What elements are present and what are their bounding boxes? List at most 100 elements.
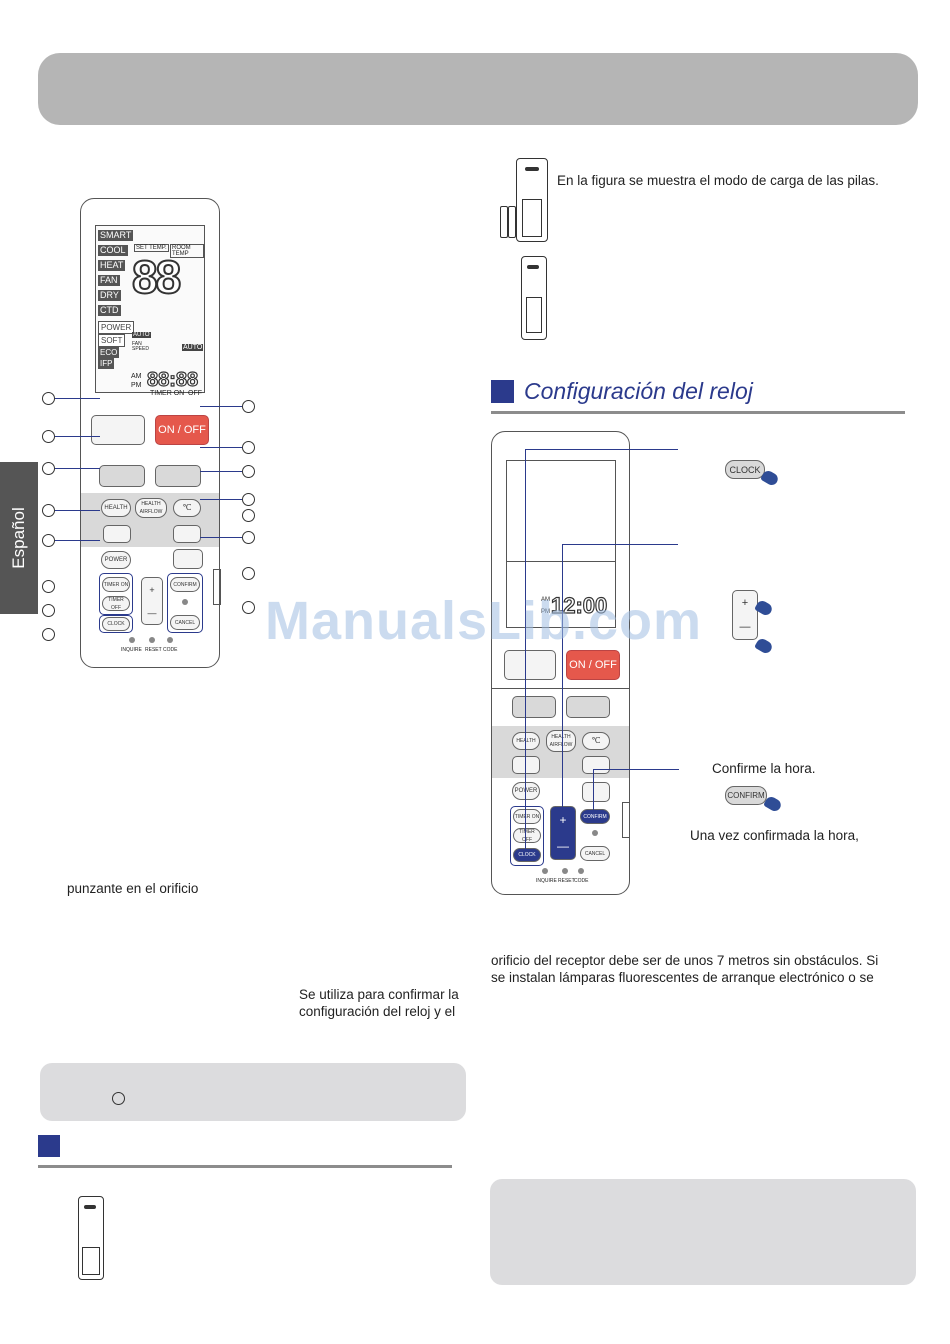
callout-3 bbox=[42, 462, 55, 475]
timer-off-button-right[interactable]: TIMER OFF bbox=[513, 828, 541, 843]
clock-button-illustration: CLOCK bbox=[725, 460, 765, 479]
blank-button-4[interactable] bbox=[173, 549, 203, 569]
battery-text: En la figura se muestra el modo de carga… bbox=[557, 173, 879, 188]
battery-cover bbox=[526, 297, 542, 333]
time-adjust-button-right[interactable]: + — bbox=[550, 806, 576, 860]
callout-7 bbox=[42, 604, 55, 617]
mode-fan: FAN bbox=[98, 275, 120, 286]
leader-line-adjust-vertical bbox=[562, 544, 564, 816]
inquire-hole[interactable] bbox=[129, 637, 135, 643]
cancel-button[interactable]: CANCEL bbox=[170, 615, 200, 630]
confirm-button-right[interactable]: CONFIRM bbox=[580, 809, 610, 824]
mini-holder bbox=[82, 1247, 100, 1275]
indicator-dot bbox=[182, 599, 188, 605]
set-temp-label: SET TEMP. bbox=[134, 244, 169, 252]
on-off-button[interactable]: ON / OFF bbox=[155, 415, 209, 445]
leader-line bbox=[55, 436, 100, 437]
timer-on-label: TIMER ON bbox=[150, 390, 185, 397]
battery-closed-illustration bbox=[521, 256, 547, 340]
leader-line-adjust bbox=[562, 544, 678, 546]
timer-off-button[interactable]: TIMER OFF bbox=[102, 596, 130, 611]
callout-15 bbox=[242, 567, 255, 580]
language-tab-label: Español bbox=[9, 507, 28, 569]
note-callout-circle bbox=[112, 1092, 125, 1105]
mini-buttons bbox=[527, 265, 539, 269]
leader-line bbox=[55, 468, 100, 469]
temp-adjust-button[interactable]: + — bbox=[141, 577, 163, 625]
health-button[interactable]: HEALTH bbox=[101, 499, 131, 517]
callout-11 bbox=[242, 465, 255, 478]
cancel-button-right[interactable]: CANCEL bbox=[580, 846, 610, 861]
battery-compartment bbox=[522, 199, 542, 237]
plus-label-right: + bbox=[559, 813, 567, 827]
callout-1 bbox=[42, 392, 55, 405]
reset-hole-right[interactable] bbox=[562, 868, 568, 874]
watermark: ManualsLib.com bbox=[265, 591, 703, 651]
mini-buttons bbox=[84, 1205, 96, 1209]
battery-remote-illustration bbox=[516, 158, 548, 242]
mode-ifp: IFP bbox=[98, 358, 115, 369]
callout-6 bbox=[42, 580, 55, 593]
clock-button[interactable]: CLOCK bbox=[102, 617, 130, 631]
celsius-button-right[interactable]: ℃ bbox=[582, 732, 610, 750]
power-button[interactable]: POWER bbox=[101, 551, 131, 569]
inquire-hole-right[interactable] bbox=[542, 868, 548, 874]
clock-digits-right: 12:00 bbox=[550, 592, 608, 618]
blank-button-right-4[interactable] bbox=[582, 782, 610, 802]
swing-button[interactable] bbox=[155, 465, 201, 487]
code-hole[interactable] bbox=[167, 637, 173, 643]
callout-5 bbox=[42, 534, 55, 547]
blank-button-2[interactable] bbox=[103, 525, 131, 543]
confirm-button[interactable]: CONFIRM bbox=[170, 577, 200, 592]
blank-button-right[interactable] bbox=[504, 650, 556, 680]
callout-2 bbox=[42, 430, 55, 443]
confirme-text: Confirme la hora. bbox=[712, 761, 816, 776]
minus-label: — bbox=[147, 607, 157, 618]
mode-button[interactable] bbox=[99, 465, 145, 487]
orificio-text-line-2: se instalan lámparas fluorescentes de ar… bbox=[491, 970, 874, 985]
blank-button-right-3[interactable] bbox=[582, 756, 610, 774]
code-label: CODE bbox=[163, 647, 178, 653]
on-off-button-right[interactable]: ON / OFF bbox=[566, 650, 620, 680]
panel-divider bbox=[492, 688, 629, 689]
leader-line bbox=[200, 499, 242, 500]
section-rule-right bbox=[491, 411, 905, 414]
reset-label: RESET bbox=[145, 647, 162, 653]
celsius-button[interactable]: ℃ bbox=[173, 499, 201, 517]
room-temp-label: ROOM TEMP bbox=[170, 244, 204, 258]
timer-group-right bbox=[510, 806, 544, 866]
language-tab: Español bbox=[0, 462, 38, 614]
reset-label-right: RESET bbox=[558, 878, 575, 884]
pm-label-right: PM bbox=[541, 609, 550, 615]
leader-line-confirm bbox=[593, 769, 679, 771]
indicator-dot-right bbox=[592, 830, 598, 836]
timer-group bbox=[99, 573, 133, 615]
leader-line bbox=[200, 471, 242, 472]
leader-line bbox=[55, 540, 100, 541]
code-hole-right[interactable] bbox=[578, 868, 584, 874]
callout-8 bbox=[42, 628, 55, 641]
mode-heat: HEAT bbox=[98, 260, 126, 271]
confirm-button-illustration: CONFIRM bbox=[725, 786, 767, 805]
blank-button-3[interactable] bbox=[173, 525, 201, 543]
callout-13 bbox=[242, 509, 255, 522]
callout-4 bbox=[42, 504, 55, 517]
auto-fan-label: AUTO bbox=[182, 344, 204, 351]
blank-button[interactable] bbox=[91, 415, 145, 445]
header-bar bbox=[38, 53, 918, 125]
mode-eco: ECO bbox=[98, 347, 120, 358]
leader-line bbox=[200, 406, 242, 407]
clock-button-right[interactable]: CLOCK bbox=[513, 848, 541, 862]
health-airflow-button[interactable]: HEALTH AIRFLOW bbox=[135, 498, 167, 518]
reset-hole[interactable] bbox=[149, 637, 155, 643]
swing-button-right[interactable] bbox=[566, 696, 610, 718]
mode-power: POWER bbox=[98, 321, 135, 334]
health-airflow-button-right[interactable]: HEALTH AIRFLOW bbox=[546, 730, 576, 752]
remote-clock-diagram: AM PM 12:00 ON / OFF HEALTH HEALTH AIRFL… bbox=[491, 431, 630, 895]
leader-line bbox=[200, 447, 242, 448]
timer-on-button[interactable]: TIMER ON bbox=[102, 577, 130, 592]
section-rule-left bbox=[38, 1165, 452, 1168]
mode-dry: DRY bbox=[98, 290, 121, 301]
mode-button-right[interactable] bbox=[512, 696, 556, 718]
timer-on-button-right[interactable]: TIMER ON bbox=[513, 809, 541, 824]
